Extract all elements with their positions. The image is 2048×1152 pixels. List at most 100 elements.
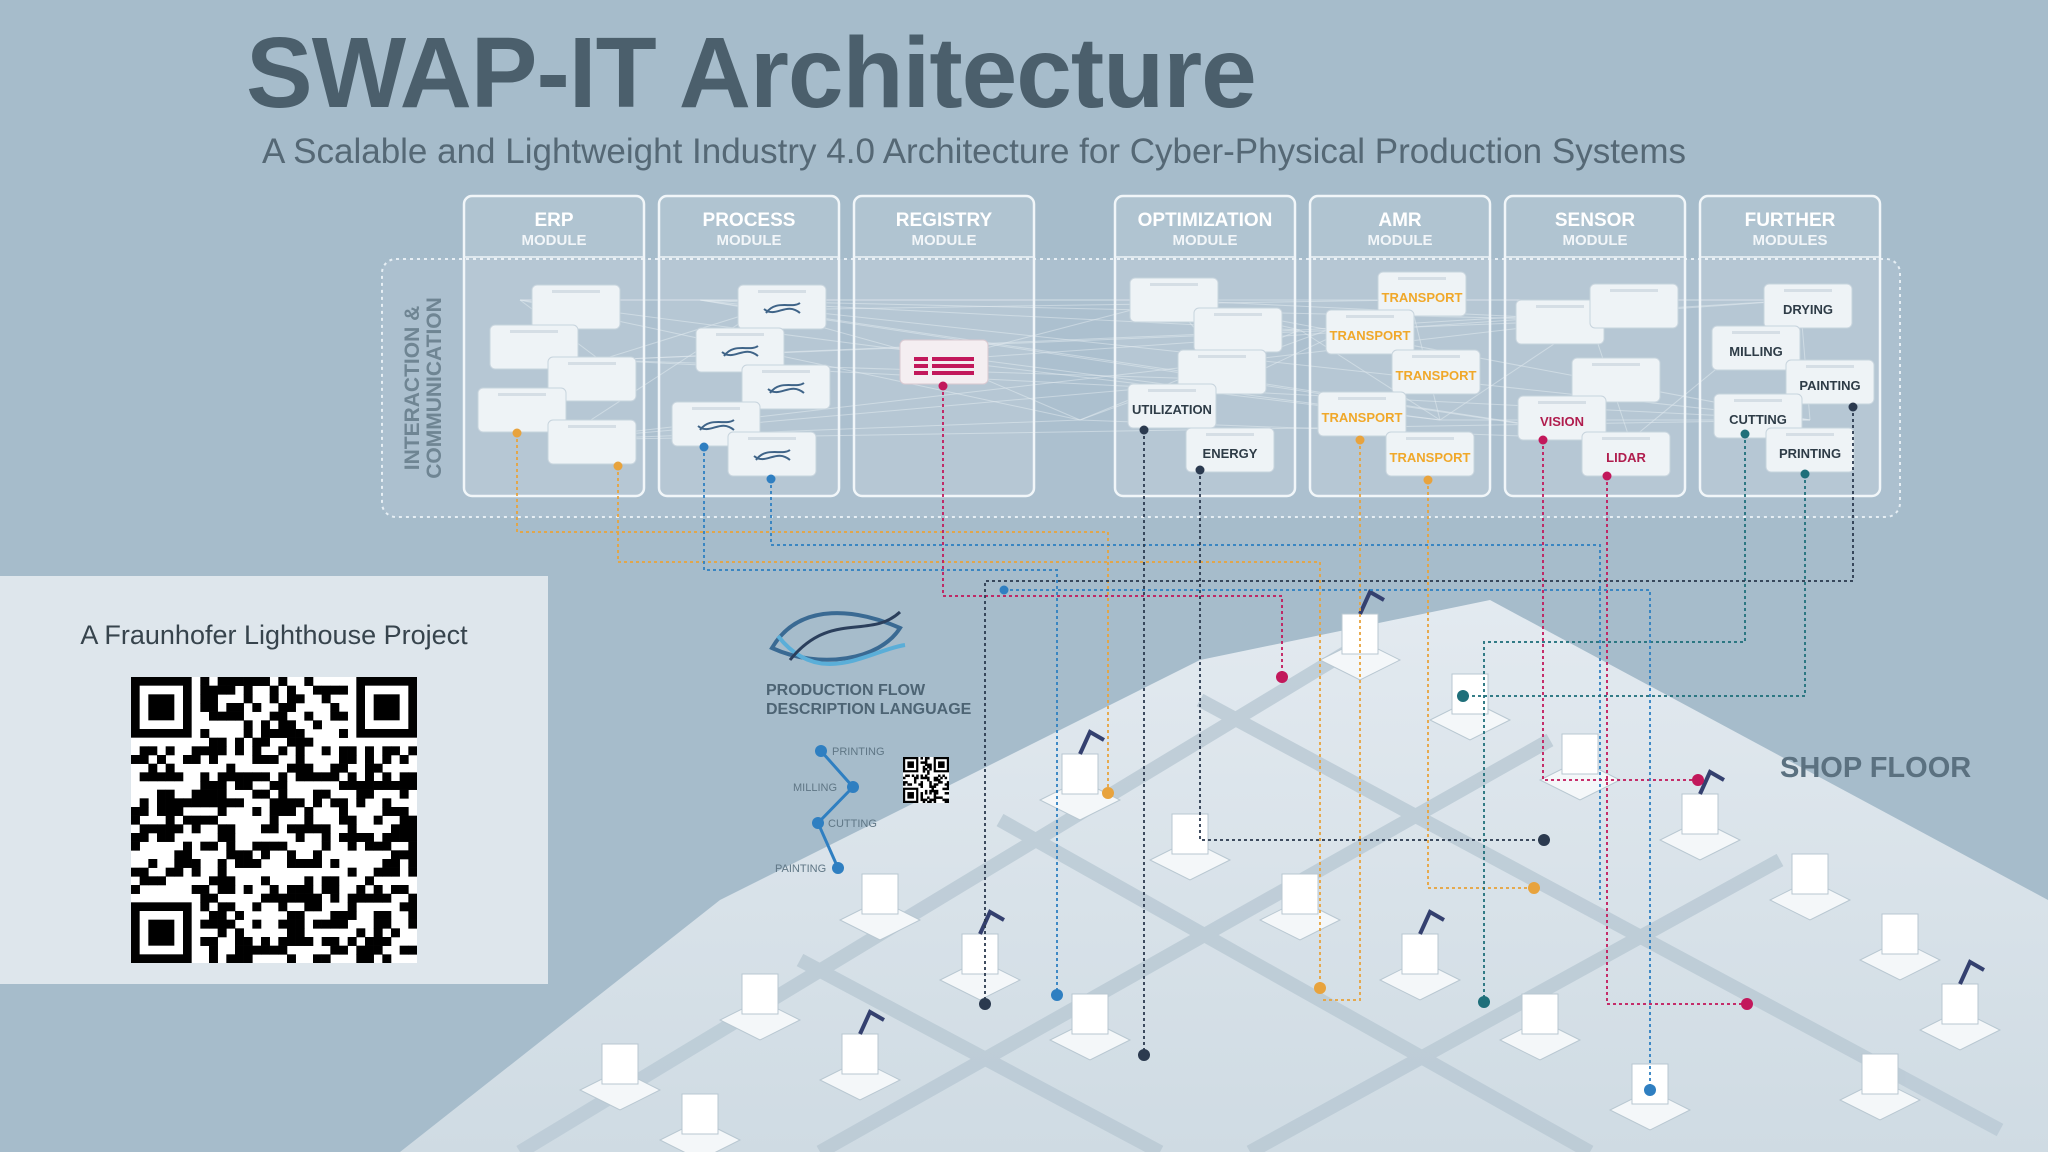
qr-module [924, 789, 928, 793]
layer-label-line2: COMMUNICATION [423, 297, 446, 479]
connector-start-dot [1848, 402, 1858, 412]
qr-module [295, 729, 305, 738]
asset-card-frame [1711, 325, 1801, 371]
shop-floor-machine [1498, 993, 1582, 1061]
connector-line [1606, 476, 1747, 1005]
qr-module [217, 711, 227, 721]
qr-module [209, 789, 218, 799]
qr-module [252, 902, 262, 912]
qr-module [278, 937, 288, 946]
qr-module [131, 755, 140, 764]
qr-module [938, 774, 941, 778]
qr-module [304, 807, 314, 816]
qr-module [903, 776, 906, 780]
qr-code[interactable] [131, 677, 417, 963]
qr-module [905, 774, 908, 778]
qr-module [933, 794, 937, 797]
qr-module [373, 928, 383, 938]
machine-base [838, 899, 922, 941]
registry-list-icon [914, 364, 928, 368]
qr-module [408, 772, 417, 782]
qr-module [191, 885, 201, 894]
qr-module [261, 677, 270, 686]
qr-module [235, 937, 244, 946]
machine-body [1521, 993, 1559, 1035]
qr-module [365, 876, 374, 886]
qr-module [174, 798, 184, 808]
asset-card-header [1206, 433, 1254, 436]
connector-start-dot [1139, 425, 1149, 435]
qr-module [382, 859, 392, 868]
qr-module [924, 767, 928, 771]
qr-module [382, 841, 392, 851]
qr-module [321, 841, 331, 851]
qr-module [313, 859, 322, 868]
asset-card [741, 364, 831, 410]
qr-module [278, 789, 288, 799]
qr-module [924, 757, 928, 760]
connector-end-dot [1741, 998, 1753, 1010]
asset-card-header [762, 370, 810, 373]
qr-module [304, 772, 314, 782]
qr-module [920, 757, 924, 760]
module-name: OPTIMIZATION [1138, 210, 1273, 231]
asset-card [727, 431, 817, 477]
connector-line [942, 386, 1283, 677]
qr-module [373, 893, 383, 903]
qr-module [174, 824, 184, 834]
qr-module [304, 902, 314, 912]
qr-module [148, 746, 158, 756]
qr-module [330, 772, 340, 782]
qr-module [278, 893, 288, 903]
machine-base [938, 959, 1022, 1001]
qr-module [408, 867, 417, 877]
qr-module [269, 885, 279, 894]
connector-start-dot [699, 442, 709, 452]
connector-end-dot [1478, 996, 1490, 1008]
qr-module [217, 772, 227, 782]
qr-module [942, 798, 945, 802]
qr-module [408, 945, 417, 955]
asset-card [1589, 283, 1679, 329]
qr-module [365, 772, 374, 782]
qr-module [944, 800, 948, 803]
connector-line [617, 466, 1321, 990]
qr-module [287, 937, 296, 946]
qr-module [330, 919, 340, 929]
qr-module [191, 824, 201, 834]
qr-module [174, 850, 184, 860]
qr-module [313, 954, 322, 963]
qr-module [200, 694, 210, 704]
qr-module [920, 783, 924, 786]
qr-module [269, 807, 279, 816]
qr-module [269, 685, 279, 695]
qr-module [226, 677, 236, 686]
shop-floor-machine [1048, 993, 1132, 1061]
qr-module [295, 859, 305, 868]
qr-module [209, 937, 218, 946]
asset-card-header [1412, 355, 1460, 358]
qr-module [924, 776, 928, 780]
asset-card-frame [1785, 359, 1875, 405]
connector-start-dot [1538, 435, 1548, 445]
qr-module [269, 798, 279, 808]
asset-card-header [568, 425, 616, 428]
qr-module [940, 776, 943, 780]
qr-module [287, 885, 296, 894]
qr-module [295, 694, 305, 704]
machine-body [681, 1093, 719, 1135]
shop-floor-machine [1768, 853, 1852, 921]
qr-module [321, 824, 331, 834]
module-subtitle: MODULE [1173, 232, 1238, 249]
qr-module [131, 841, 140, 851]
pfdl-step-label: CUTTING [828, 818, 877, 830]
module-name: FURTHER [1745, 210, 1836, 231]
qr-module [391, 833, 400, 842]
qr-module [252, 919, 262, 929]
qr-module [903, 783, 906, 786]
module-subtitle: MODULE [1368, 232, 1433, 249]
qr-module [931, 785, 934, 788]
qr-module [243, 954, 253, 963]
asset-card: TRANSPORT [1377, 271, 1467, 317]
